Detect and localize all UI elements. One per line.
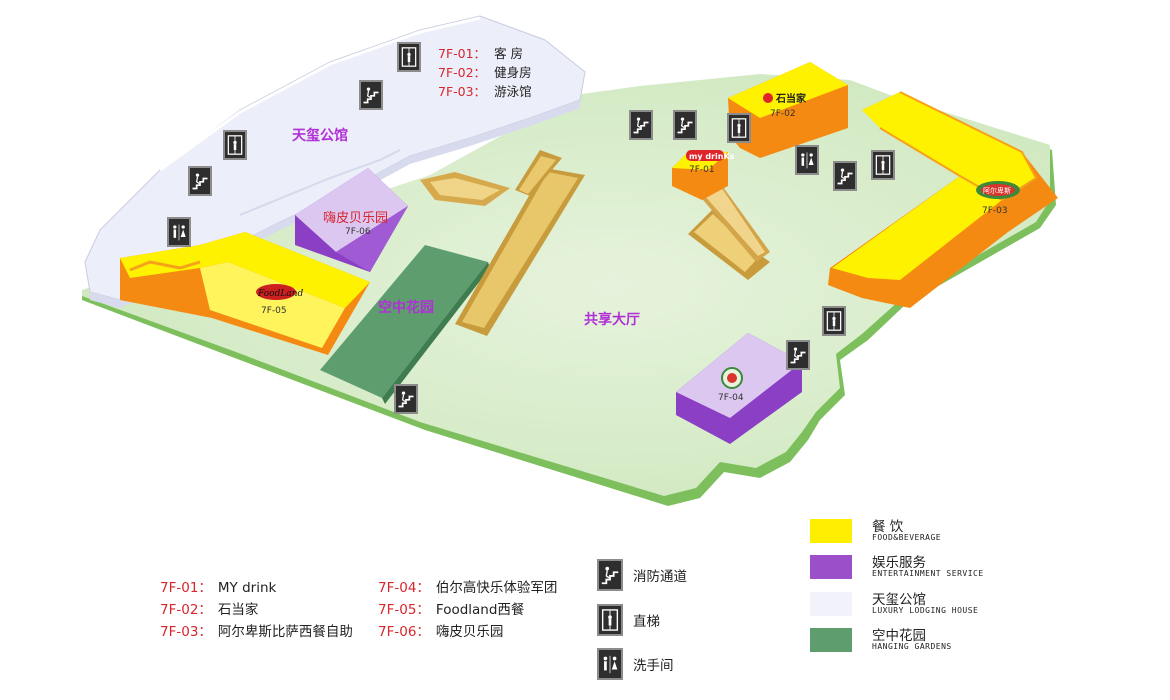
symbol-legend-label: 消防通道	[633, 569, 687, 585]
swatch-garden	[810, 628, 852, 652]
stairs-icon[interactable]	[786, 340, 810, 370]
7f-04-logo	[721, 367, 743, 389]
unit-legend-item: 7F-03：阿尔卑斯比萨西餐自助	[160, 624, 353, 640]
tower-legend-item: 7F-03：游泳馆	[438, 84, 532, 99]
elevator-icon[interactable]	[397, 42, 421, 72]
color-legend-title: 餐 饮	[872, 519, 904, 535]
svg-text:阿尔卑斯: 阿尔卑斯	[983, 186, 1011, 195]
swatch-hotel	[810, 592, 852, 616]
elevator-icon[interactable]	[223, 130, 247, 160]
floor-slab	[82, 74, 1050, 496]
unit-legend-item: 7F-01：MY drink	[160, 580, 277, 596]
alps-logo: 阿尔卑斯	[976, 181, 1020, 199]
unit-code-7f-04: 7F-04	[718, 393, 744, 403]
restroom-icon[interactable]	[167, 217, 191, 247]
color-legend-title: 天玺公馆	[872, 592, 926, 608]
unit-legend-item: 7F-05：Foodland西餐	[378, 602, 525, 618]
unit-legend-left: 7F-01：MY drink 7F-02：石当家 7F-03：阿尔卑斯比萨西餐自…	[160, 577, 353, 643]
color-legend-subtitle: ENTERTAINMENT SERVICE	[872, 569, 984, 578]
garden-label: 空中花园	[378, 299, 434, 316]
color-legend-subtitle: HANGING GARDENS	[872, 642, 952, 651]
escalator-right[interactable]	[688, 180, 770, 280]
elevator-icon	[597, 604, 623, 636]
symbol-legend-label: 洗手间	[633, 658, 674, 674]
swatch-entertainment	[810, 555, 852, 579]
tower-legend: 7F-01：客 房 7F-02：健身房 7F-03：游泳馆	[438, 44, 532, 101]
shidangjia-logo: 石当家	[763, 92, 807, 105]
my-drinks-logo: my drinKs	[686, 150, 735, 161]
unit-7f-06[interactable]	[295, 168, 408, 272]
stairs-icon[interactable]	[629, 110, 653, 140]
restroom-icon[interactable]	[795, 145, 819, 175]
unit-7f-05[interactable]	[120, 232, 370, 355]
stairs-icon[interactable]	[673, 110, 697, 140]
unit-code-7f-02: 7F-02	[770, 109, 796, 119]
play-park-label: 嗨皮贝乐园	[323, 211, 388, 226]
color-legend-title: 娱乐服务	[872, 555, 926, 571]
symbol-legend-restroom: 洗手间	[597, 648, 674, 680]
unit-legend-item: 7F-04：伯尔高快乐体验军团	[378, 580, 558, 596]
unit-code-7f-01: 7F-01	[689, 165, 715, 175]
swatch-food	[810, 519, 852, 543]
unit-code-7f-03: 7F-03	[982, 206, 1008, 216]
unit-legend-item: 7F-02：石当家	[160, 602, 259, 618]
unit-legend-item: 7F-06：嗨皮贝乐园	[378, 624, 504, 640]
unit-7f-02[interactable]	[728, 62, 848, 158]
foodland-logo: FoodLand	[256, 284, 303, 300]
symbol-legend-label: 直梯	[633, 614, 660, 630]
stairs-icon[interactable]	[359, 80, 383, 110]
stairs-icon	[597, 559, 623, 591]
elevator-icon[interactable]	[871, 150, 895, 180]
unit-code-7f-05: 7F-05	[261, 306, 287, 316]
stairs-icon[interactable]	[188, 166, 212, 196]
stairs-icon[interactable]	[394, 384, 418, 414]
color-legend-subtitle: FOOD&BEVERAGE	[872, 533, 942, 542]
tower-legend-item: 7F-02：健身房	[438, 65, 532, 80]
svg-text:石当家: 石当家	[775, 92, 807, 105]
unit-legend-right: 7F-04：伯尔高快乐体验军团 7F-05：Foodland西餐 7F-06：嗨…	[378, 577, 557, 643]
svg-text:FoodLand: FoodLand	[257, 289, 303, 299]
color-legend-title: 空中花园	[872, 628, 926, 644]
color-legend-subtitle: LUXURY LODGING HOUSE	[872, 606, 979, 615]
elevator-icon[interactable]	[727, 113, 751, 143]
stairs-icon[interactable]	[833, 161, 857, 191]
svg-text:my drinKs: my drinKs	[689, 152, 735, 161]
escalator-center[interactable]	[420, 150, 585, 336]
unit-code-7f-06: 7F-06	[345, 227, 371, 237]
atrium-label: 共享大厅	[584, 311, 640, 328]
restroom-icon	[597, 648, 623, 680]
symbol-legend-elevator: 直梯	[597, 604, 660, 636]
symbol-legend-stairs: 消防通道	[597, 559, 687, 591]
hanging-garden[interactable]	[320, 245, 490, 404]
elevator-icon[interactable]	[822, 306, 846, 336]
hotel-label: 天玺公馆	[292, 127, 348, 144]
tower-legend-item: 7F-01：客 房	[438, 46, 524, 61]
